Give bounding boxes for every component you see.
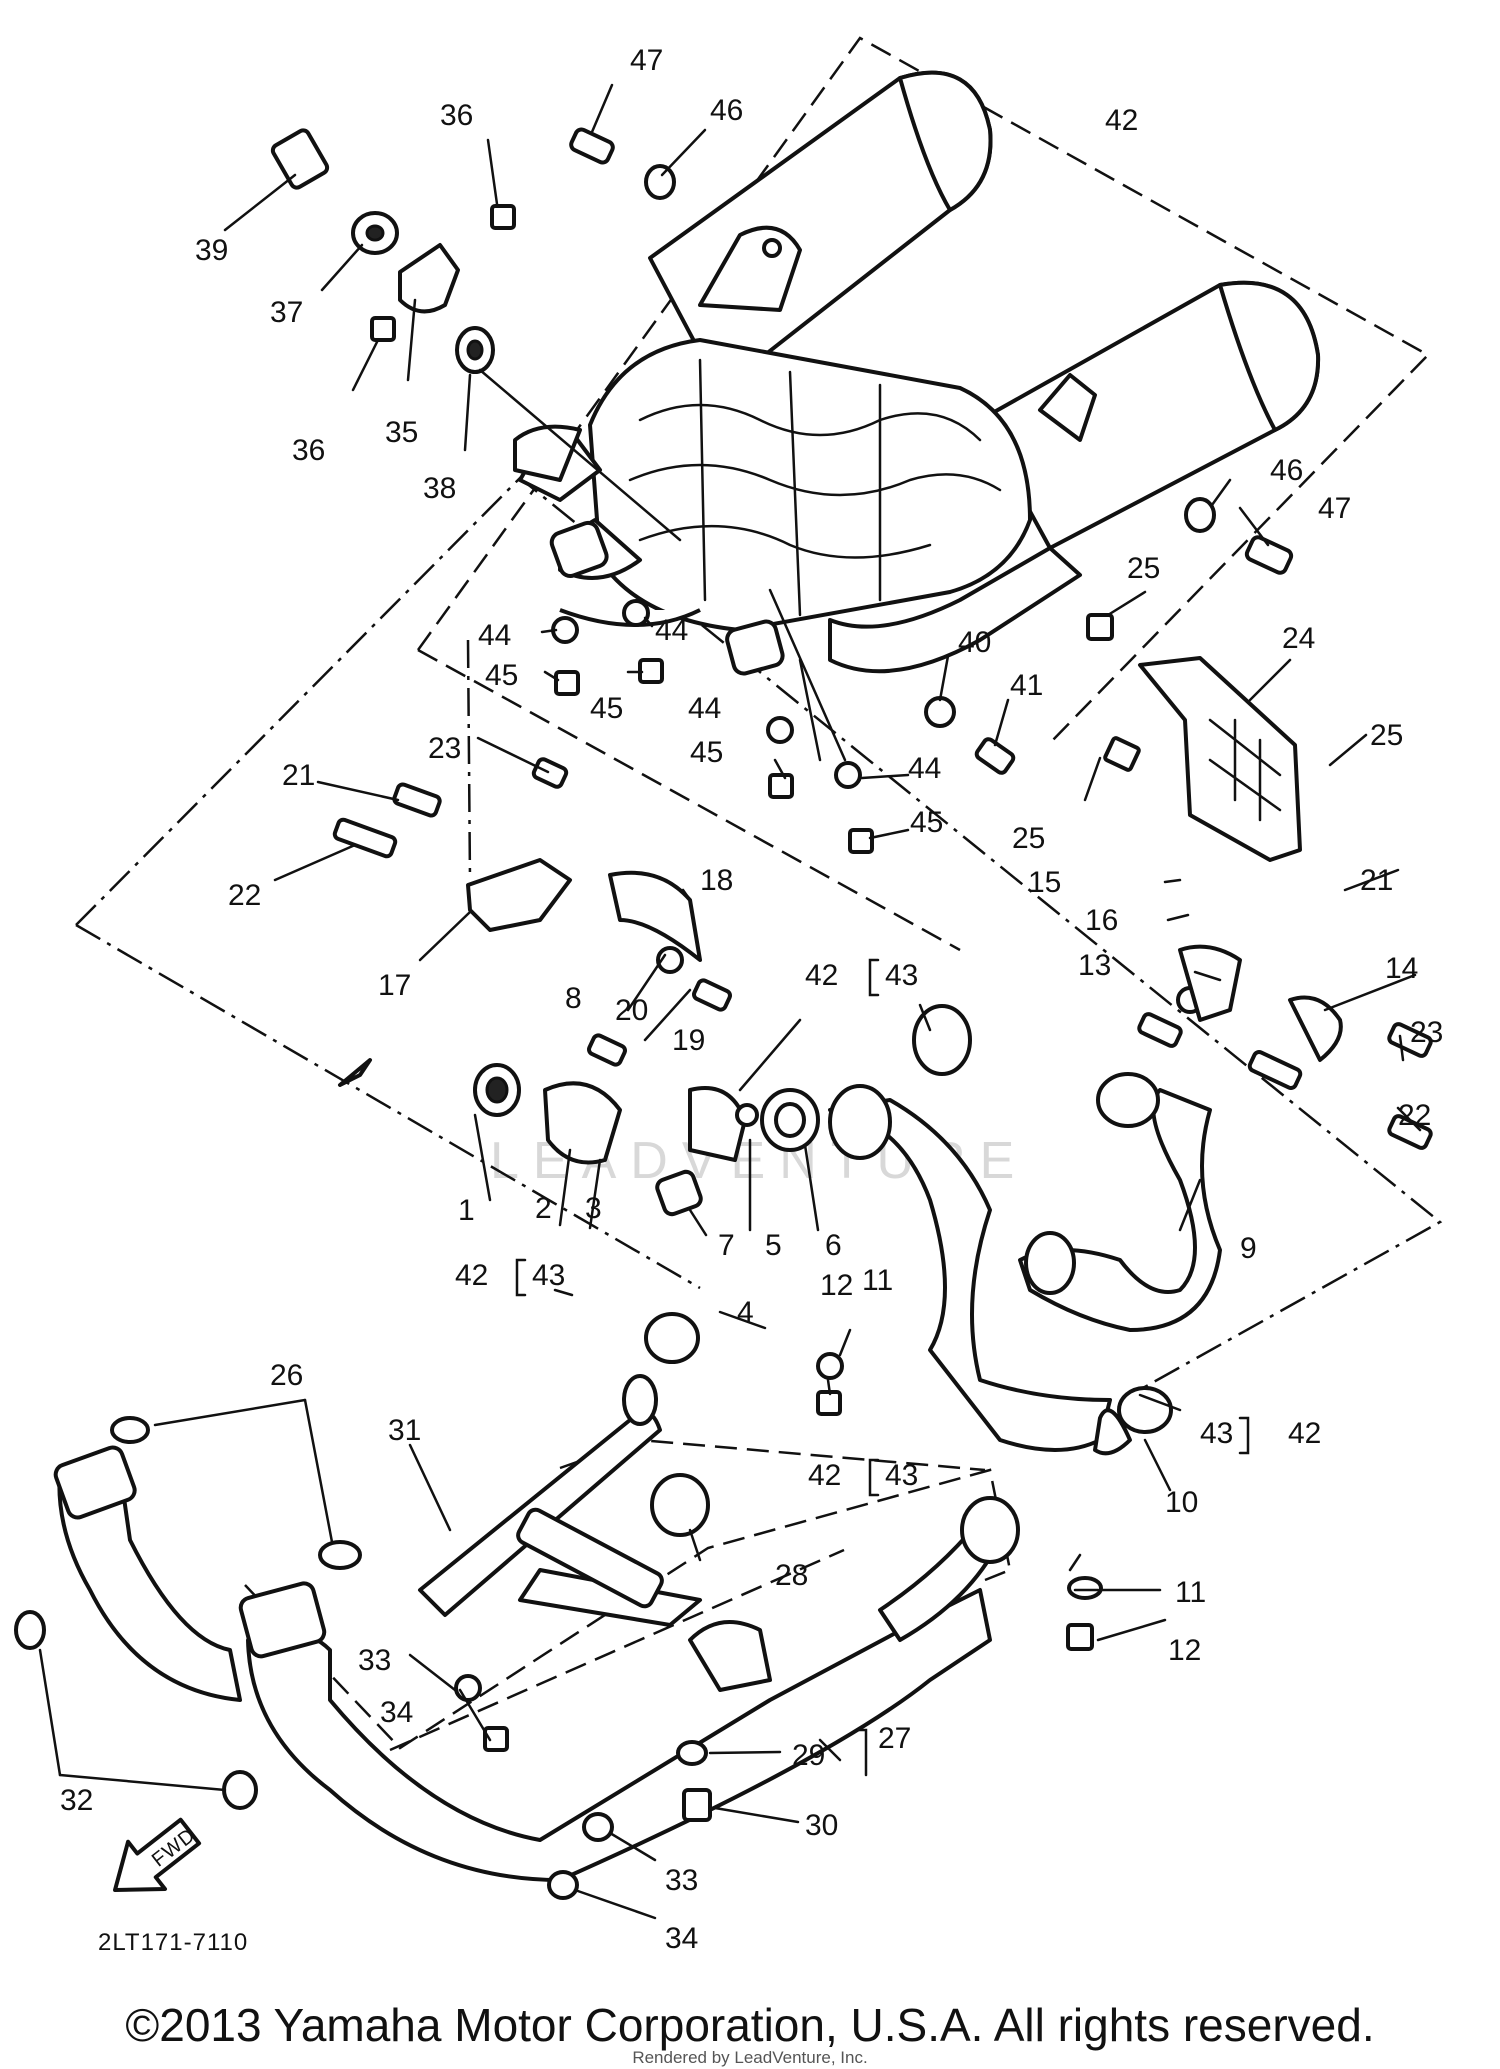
callout-45: 45 [910,806,943,839]
bracket-42-43-a [868,958,880,997]
callout-30: 30 [805,1809,838,1842]
callout-44: 44 [908,752,941,785]
callout-47: 47 [630,44,663,77]
callout-4: 4 [737,1296,754,1329]
callout-7: 7 [718,1229,735,1262]
callout-38: 38 [423,472,456,505]
callout-33: 33 [358,1644,391,1677]
callout-45: 45 [485,659,518,692]
callout-44: 44 [478,619,511,652]
callout-3: 3 [585,1192,602,1225]
callout-11: 11 [862,1264,893,1297]
muffler-hardware [270,127,1294,854]
callout-35: 35 [385,416,418,449]
callout-44: 44 [655,614,688,647]
copyright-notice: ©2013 Yamaha Motor Corporation, U.S.A. A… [125,1999,1375,2051]
callouts: 47 46 42 36 39 37 36 35 38 46 47 25 24 4… [60,44,1443,1955]
callout-5: 5 [765,1229,782,1262]
callout-42: 42 [1105,104,1138,137]
callout-37: 37 [270,296,303,329]
callout-18: 18 [700,864,733,897]
callout-13: 13 [1078,949,1111,982]
callout-20: 20 [615,994,648,1027]
callout-16: 16 [1085,904,1118,937]
leader-lines [38,83,1422,1920]
callout-27: 27 [878,1722,911,1755]
bracket-42-43-b [515,1258,527,1297]
callout-42: 42 [1288,1417,1321,1450]
callout-40: 40 [958,626,991,659]
callout-33: 33 [665,1864,698,1897]
callout-24: 24 [1282,622,1315,655]
bracket-42-43-d [868,1458,880,1497]
joint-hardware [332,757,1433,1217]
callout-43: 43 [885,959,918,992]
callout-10: 10 [1165,1486,1198,1519]
callout-43: 43 [532,1259,565,1292]
callout-45: 45 [690,736,723,769]
muffler-assembly [513,70,1321,676]
callout-2: 2 [535,1192,552,1225]
callout-42: 42 [805,959,838,992]
callout-41: 41 [1010,669,1043,702]
callout-11: 11 [1175,1576,1206,1609]
callout-9: 9 [1240,1232,1257,1265]
callout-21: 21 [282,759,315,792]
callout-22: 22 [228,879,261,912]
callout-26: 26 [270,1359,303,1392]
callout-6: 6 [825,1229,842,1262]
header-hardware [14,1416,1103,1900]
callout-47: 47 [1318,492,1351,525]
callout-25: 25 [1370,719,1403,752]
rendered-by-note: Rendered by LeadVenture, Inc. [632,2048,868,2067]
callout-45: 45 [590,692,623,725]
callout-36: 36 [292,434,325,467]
callout-1: 1 [458,1194,475,1227]
callout-17: 17 [378,969,411,1002]
callout-21: 21 [1360,864,1393,897]
drawing-code: 2LT171-7110 [98,1929,248,1956]
bracket-43-42-c [1238,1416,1250,1455]
callout-46: 46 [710,94,743,127]
callout-8: 8 [565,982,582,1015]
callout-15: 15 [1028,866,1061,899]
callout-34: 34 [665,1922,698,1955]
callout-28: 28 [775,1559,808,1592]
callout-23: 23 [428,732,461,765]
callout-46: 46 [1270,454,1303,487]
callout-42: 42 [455,1259,488,1292]
joint-pipes [644,1072,1222,1456]
callout-25: 25 [1012,822,1045,855]
callout-19: 19 [672,1024,705,1057]
callout-29: 29 [792,1739,825,1772]
callout-43: 43 [1200,1417,1233,1450]
callout-22: 22 [1398,1099,1431,1132]
callout-43: 43 [885,1459,918,1492]
callout-12: 12 [1168,1634,1201,1667]
callout-36: 36 [440,99,473,132]
callout-44: 44 [688,692,721,725]
callout-14: 14 [1385,952,1418,985]
fwd-arrow-icon: FWD [113,1817,202,1892]
callout-12: 12 [820,1269,853,1302]
callout-32: 32 [60,1784,93,1817]
group-outlines [75,36,1443,1752]
callout-39: 39 [195,234,228,267]
bracket-27 [856,1728,868,1777]
callout-42: 42 [808,1459,841,1492]
callout-31: 31 [388,1414,421,1447]
exhaust-headers [53,1058,1020,1882]
callout-25: 25 [1127,552,1160,585]
heat-protector [1138,656,1302,862]
callout-34: 34 [380,1696,413,1729]
callout-23: 23 [1410,1016,1443,1049]
